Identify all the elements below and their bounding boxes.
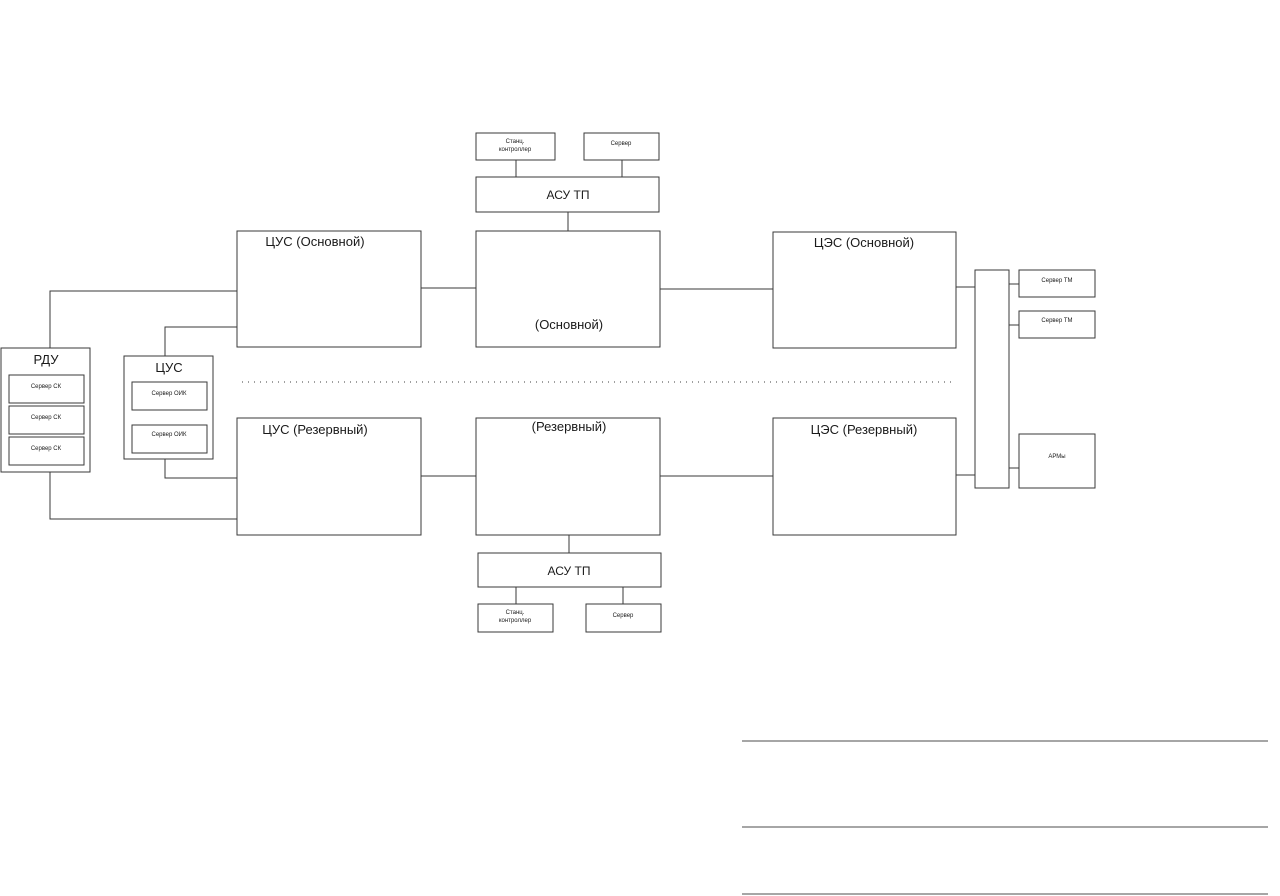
cus-reserve-title: ЦУС (Резервный): [262, 422, 368, 437]
station-controller-top-line2: контроллер: [499, 147, 532, 153]
station-controller-box-bottom: [477, 603, 554, 633]
station-controller-bottom-line1: Станц.: [506, 610, 525, 616]
rdu-server-box: [8, 436, 85, 466]
station-controller-top-line1: Станц.: [506, 139, 525, 145]
tm-server-box: [1018, 269, 1096, 298]
rdu-server-label: Сервер СК: [31, 446, 62, 452]
arm-label: АРМы: [1048, 454, 1065, 460]
center-reserve-box: [475, 417, 661, 536]
rdu-server-box: [8, 405, 85, 435]
reserve-row: ЦУС (Резервный) (Резервный) ЦЭС (Резервн…: [236, 417, 957, 536]
cus-small-group: ЦУС Сервер ОИК Сервер ОИК: [123, 355, 214, 460]
tm-server-label: Сервер ТМ: [1041, 278, 1072, 284]
center-primary-title: (Основной): [535, 317, 603, 332]
primary-row: ЦУС (Основной) (Основной) ЦЭС (Основной): [236, 230, 957, 349]
oik-server-box: [131, 381, 208, 411]
asutp-primary-group: Станц. контроллер Сервер АСУ ТП: [475, 132, 660, 213]
server-bottom-label: Сервер: [613, 613, 634, 619]
cus-reserve-box: [236, 417, 422, 536]
station-controller-box-top: [475, 132, 556, 161]
rdu-title: РДУ: [33, 352, 59, 367]
connectors: [49, 160, 1019, 604]
cus-primary-title: ЦУС (Основной): [265, 234, 364, 249]
network-bus-box: [974, 269, 1010, 489]
asutp-bottom-title: АСУ ТП: [548, 564, 591, 578]
server-box-bottom: [585, 603, 662, 633]
ces-primary-title: ЦЭС (Основной): [814, 235, 914, 250]
rdu-server-label: Сервер СК: [31, 384, 62, 390]
asutp-box-top: [475, 176, 660, 213]
rdu-server-label: Сервер СК: [31, 415, 62, 421]
ces-reserve-box: [772, 417, 957, 536]
rdu-group: РДУ Сервер СК Сервер СК Сервер СК: [0, 347, 91, 473]
right-column-group: Сервер ТМ Сервер ТМ АРМы: [974, 269, 1096, 489]
rdu-server-box: [8, 374, 85, 404]
cus-small-title: ЦУС: [155, 360, 182, 375]
oik-server-label: Сервер ОИК: [152, 391, 187, 397]
station-controller-bottom-line2: контроллер: [499, 618, 532, 624]
asutp-top-title: АСУ ТП: [547, 188, 590, 202]
oik-server-box: [131, 424, 208, 454]
form-lines: [742, 740, 1268, 895]
tm-server-box: [1018, 310, 1096, 339]
asutp-box-bottom: [477, 552, 662, 588]
server-box-top: [583, 132, 660, 161]
center-reserve-title: (Резервный): [532, 419, 607, 434]
oik-server-label: Сервер ОИК: [152, 432, 187, 438]
center-primary-box: [475, 230, 661, 348]
ces-primary-box: [772, 231, 957, 349]
ces-reserve-title: ЦЭС (Резервный): [811, 422, 918, 437]
tm-server-label: Сервер ТМ: [1041, 318, 1072, 324]
server-top-label: Сервер: [611, 141, 632, 147]
asutp-reserve-group: АСУ ТП Станц. контроллер Сервер: [477, 552, 662, 633]
arm-box: [1018, 433, 1096, 489]
cus-primary-box: [236, 230, 422, 348]
